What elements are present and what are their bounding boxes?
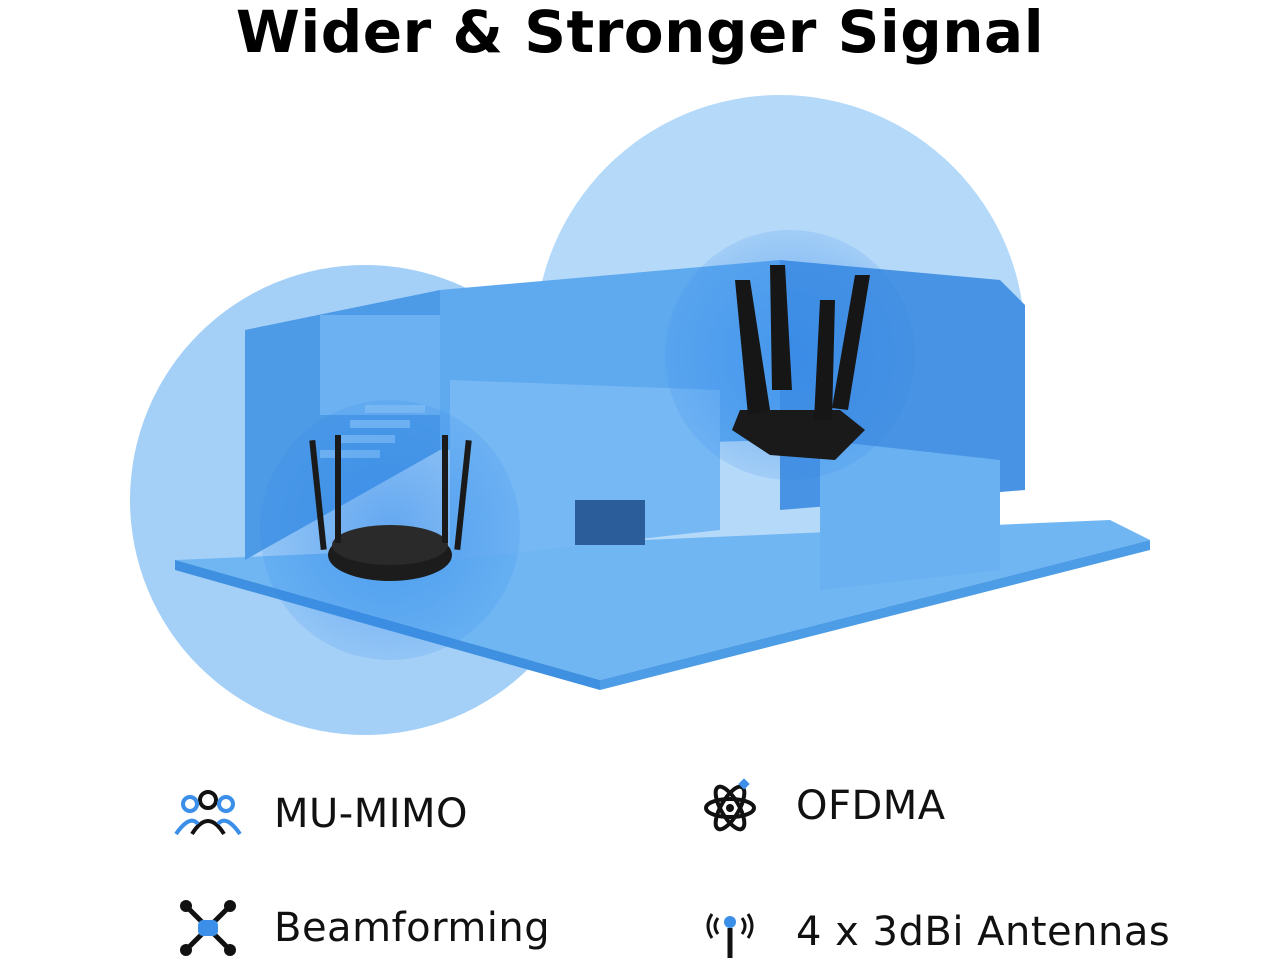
house-illustration <box>130 95 1150 735</box>
feature-beamforming: Beamforming <box>168 898 550 958</box>
feature-antennas: 4 x 3dBi Antennas <box>690 902 1170 962</box>
feature-label: OFDMA <box>796 783 946 829</box>
feature-label: MU-MIMO <box>274 791 469 837</box>
antenna-signal-icon <box>690 902 770 962</box>
atom-icon <box>690 776 770 836</box>
tv <box>575 500 645 545</box>
page-title: Wider & Stronger Signal <box>235 0 1045 66</box>
feature-ofdma: OFDMA <box>690 776 946 836</box>
network-nodes-icon <box>168 898 248 958</box>
users-group-icon <box>168 784 248 844</box>
router-left <box>309 435 472 581</box>
router-right <box>732 265 870 460</box>
feature-mu-mimo: MU-MIMO <box>168 784 468 844</box>
feature-label: 4 x 3dBi Antennas <box>796 909 1171 955</box>
feature-label: Beamforming <box>274 905 551 951</box>
